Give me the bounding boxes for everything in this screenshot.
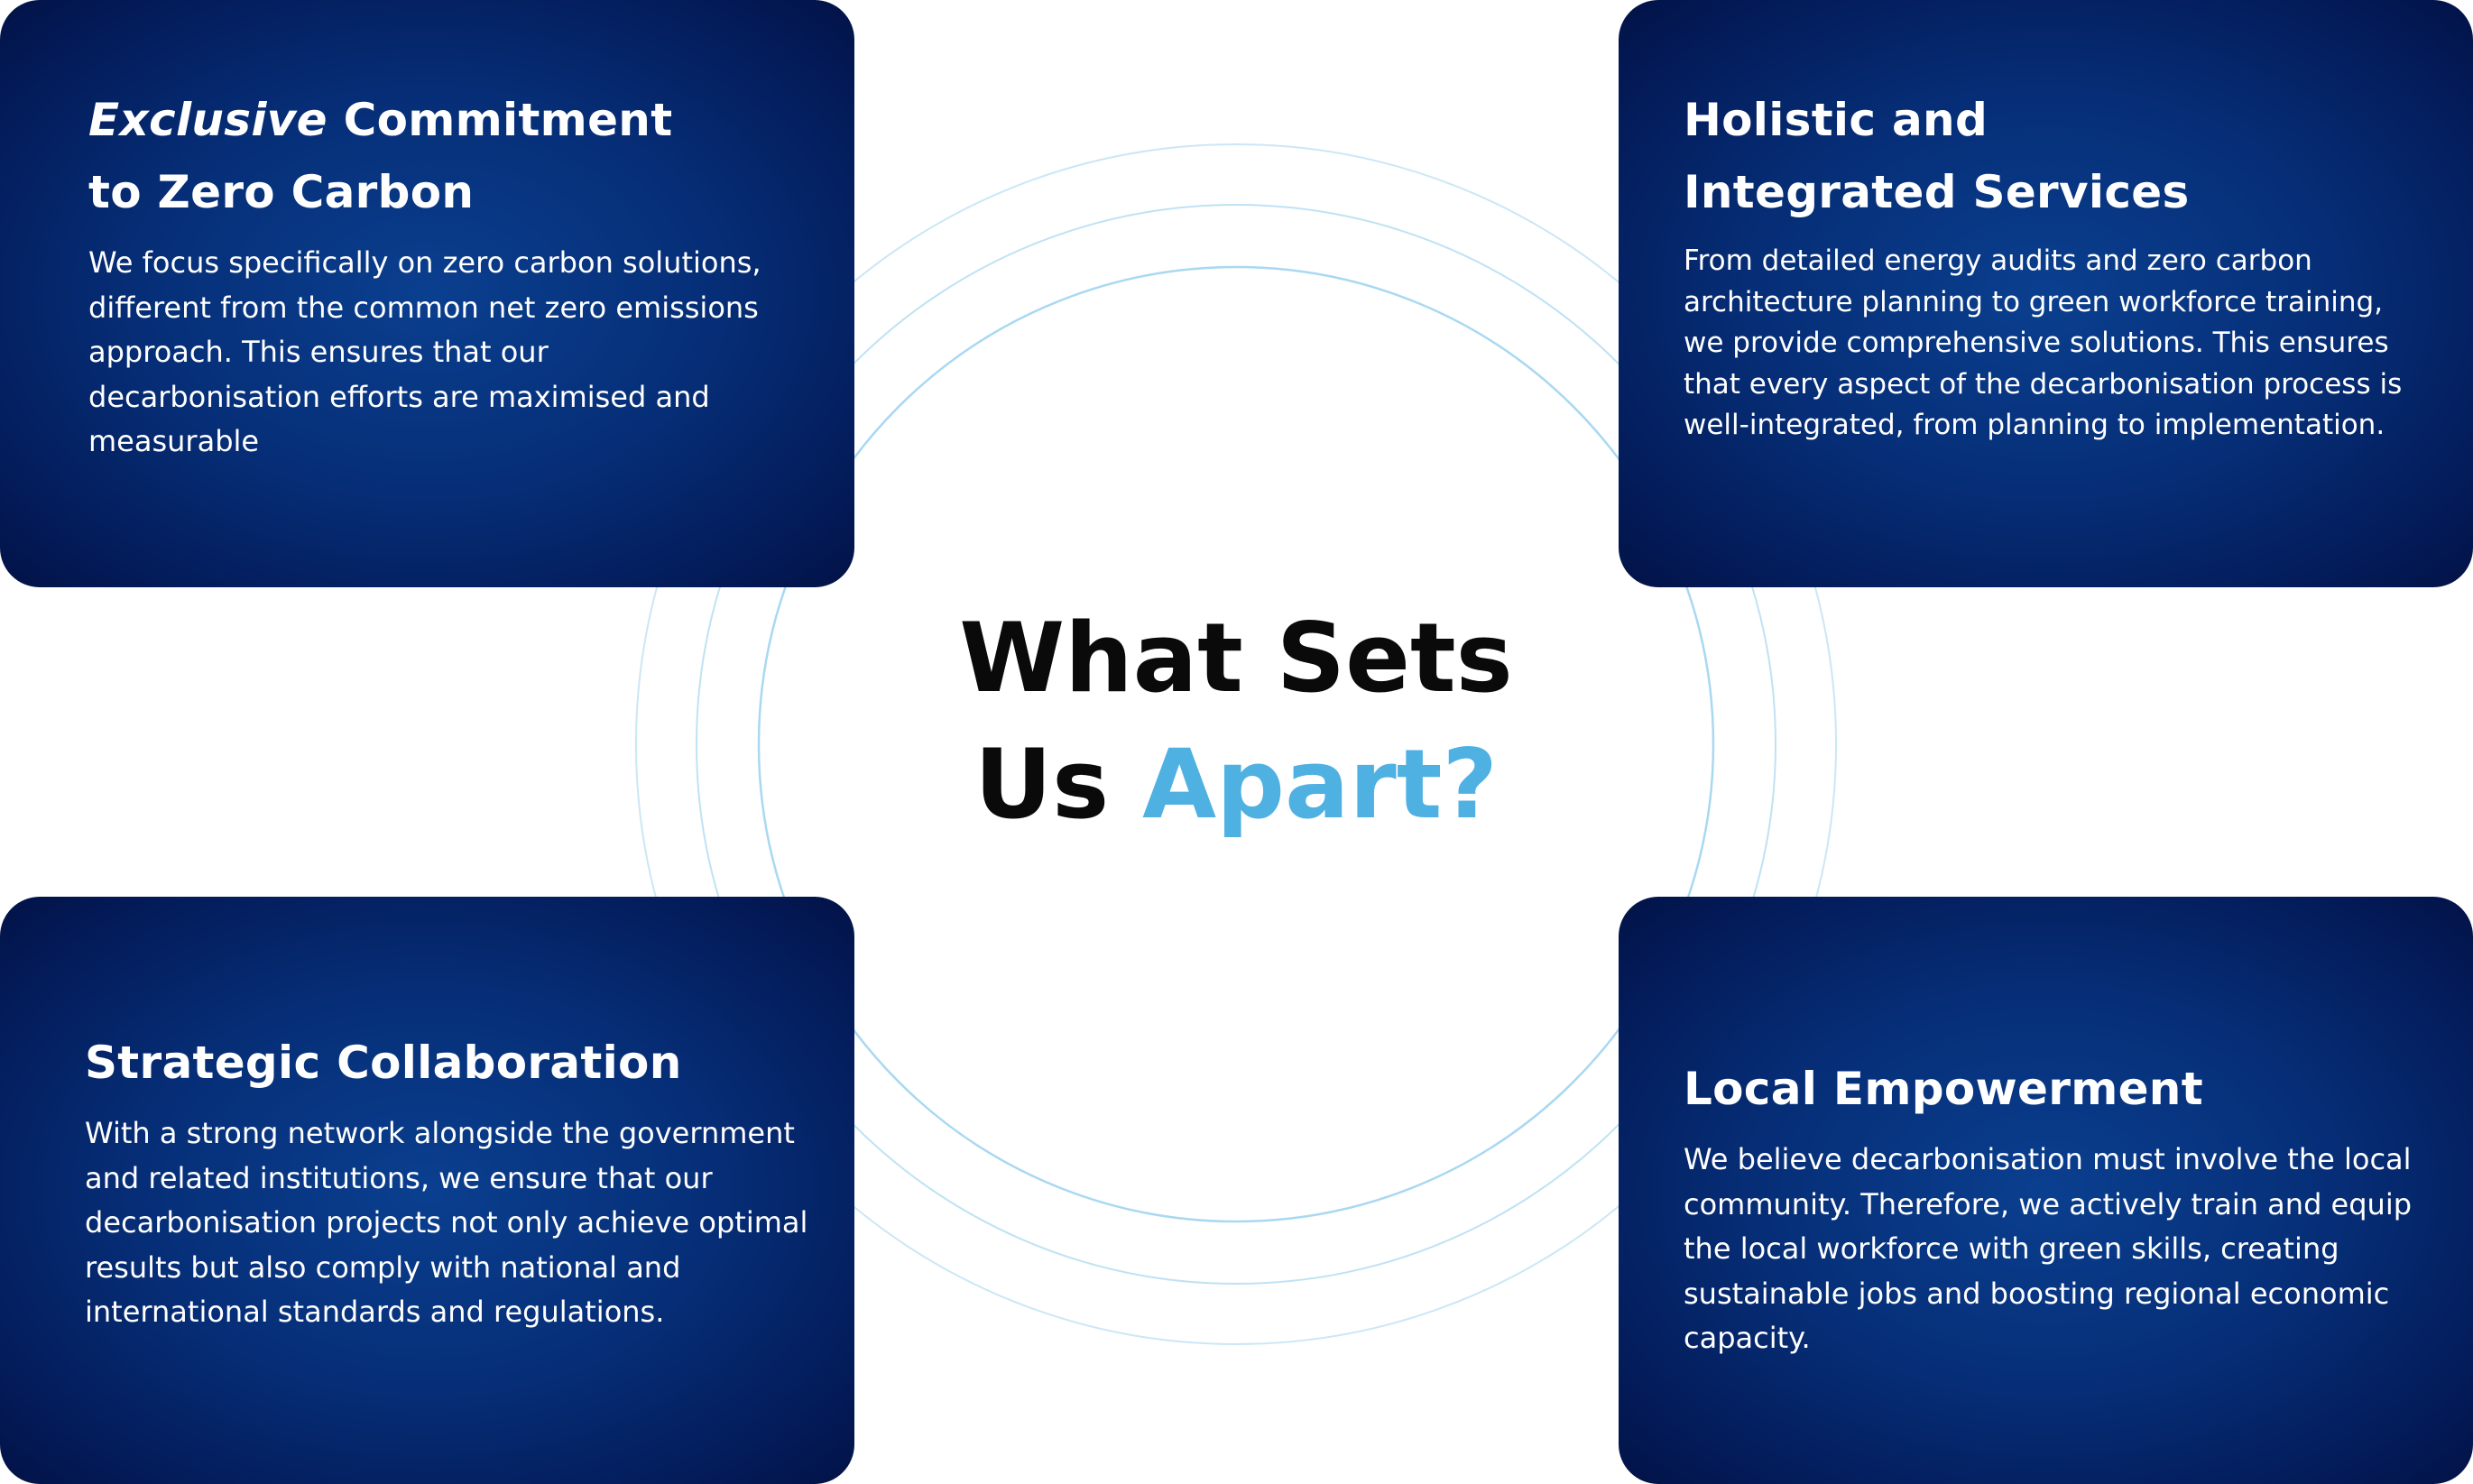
card-content: Local Empowerment We believe decarbonisa…	[1684, 1053, 2423, 1361]
middle-ring	[696, 204, 1776, 1285]
card-strategic-collaboration: Strategic Collaboration With a strong ne…	[0, 897, 854, 1484]
card-local-empowerment: Local Empowerment We believe decarbonisa…	[1619, 897, 2473, 1484]
card-body: From detailed energy audits and zero car…	[1684, 244, 2403, 441]
page-title-line1: What Sets	[959, 603, 1513, 714]
card-content: Holistic and Integrated Services From de…	[1684, 84, 2423, 447]
card-body: We believe decarbonisation must involve …	[1684, 1142, 2413, 1355]
card-holistic-services: Holistic and Integrated Services From de…	[1619, 0, 2473, 587]
page-title-prefix: Us	[974, 729, 1143, 840]
outer-ring	[635, 143, 1837, 1345]
card-content: Strategic Collaboration With a strong ne…	[85, 1027, 825, 1335]
card-body: With a strong network alongside the gove…	[85, 1116, 808, 1329]
card-title-line2: Integrated Services	[1684, 166, 2190, 218]
card-content: Exclusive Commitment to Zero Carbon We f…	[88, 84, 774, 465]
card-title: Local Empowerment	[1684, 1063, 2203, 1115]
page-title-accent: Apart?	[1142, 729, 1498, 840]
card-title: Strategic Collaboration	[85, 1037, 682, 1089]
card-title: Holistic and Integrated Services	[1684, 84, 2423, 228]
card-title-rest: Commitment	[327, 94, 673, 146]
card-title-italic: Exclusive	[88, 94, 328, 146]
card-title: Exclusive Commitment to Zero Carbon	[88, 84, 774, 228]
page-title: What Sets Us Apart?	[875, 595, 1597, 848]
inner-ring	[757, 265, 1715, 1223]
card-body: We focus specifically on zero carbon sol…	[88, 245, 761, 458]
card-zero-carbon: Exclusive Commitment to Zero Carbon We f…	[0, 0, 854, 587]
card-title-line1: Holistic and	[1684, 94, 1989, 146]
card-title-line2: to Zero Carbon	[88, 166, 475, 218]
